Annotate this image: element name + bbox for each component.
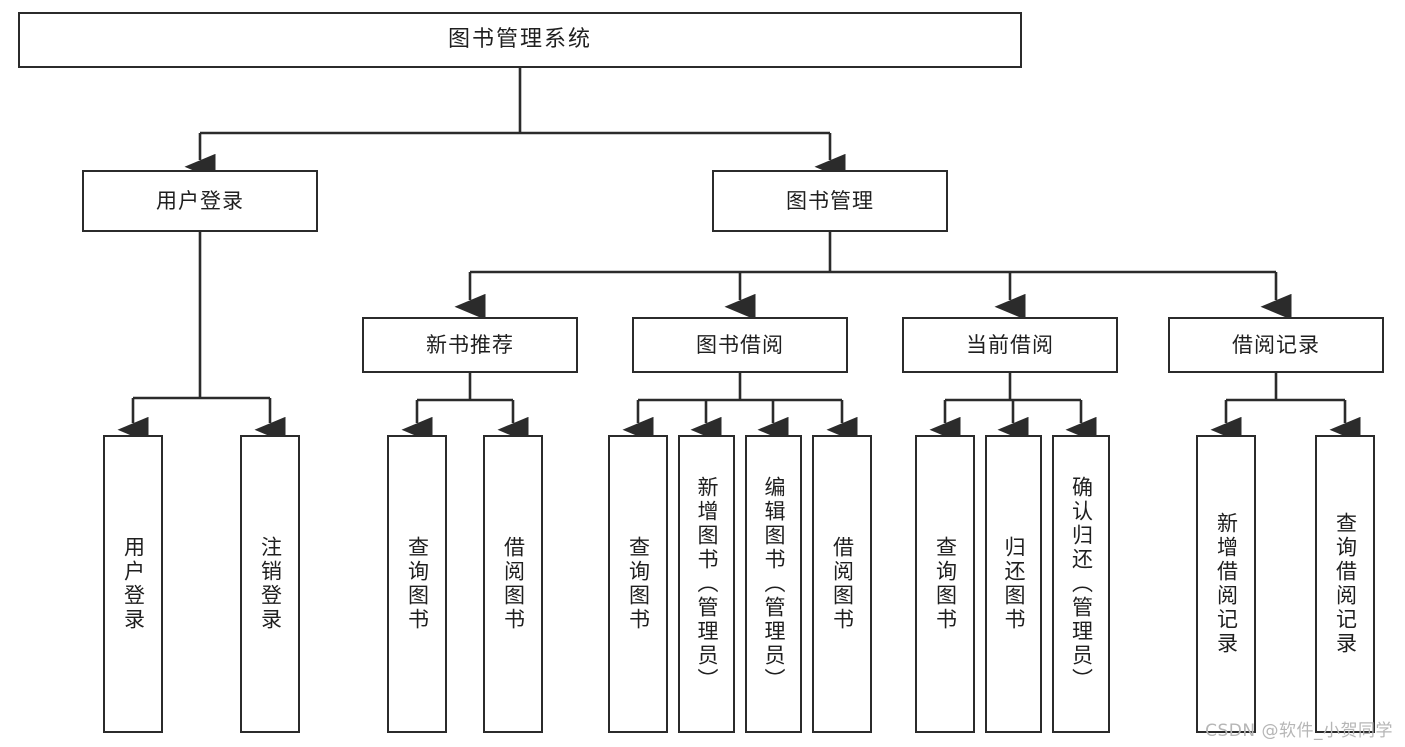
node-leaf-query-book-borrow[interactable]: 查询图书 <box>608 435 668 733</box>
node-label: 图书借阅 <box>696 332 784 357</box>
node-leaf-borrow-book[interactable]: 借阅图书 <box>812 435 872 733</box>
node-leaf-return-book[interactable]: 归还图书 <box>985 435 1042 733</box>
node-new-book-recommend[interactable]: 新书推荐 <box>362 317 578 373</box>
node-label: 当前借阅 <box>966 332 1054 357</box>
node-leaf-borrow-book-recommend[interactable]: 借阅图书 <box>483 435 543 733</box>
node-label: 查询图书 <box>933 536 958 632</box>
node-label: 查询借阅记录 <box>1333 512 1358 656</box>
node-current-borrow[interactable]: 当前借阅 <box>902 317 1118 373</box>
node-label: 图书管理系统 <box>447 27 592 53</box>
node-label: 新书推荐 <box>426 332 514 357</box>
node-book-borrow[interactable]: 图书借阅 <box>632 317 848 373</box>
node-leaf-query-book-current[interactable]: 查询图书 <box>915 435 975 733</box>
node-label: 归还图书 <box>1001 536 1026 632</box>
node-user-login[interactable]: 用户登录 <box>82 170 318 232</box>
node-leaf-confirm-return-admin[interactable]: 确认归还（管理员） <box>1052 435 1110 733</box>
node-label: 编辑图书（管理员） <box>761 476 786 692</box>
node-label: 查询图书 <box>405 536 430 632</box>
node-label: 新增借阅记录 <box>1214 512 1239 656</box>
node-label: 用户登录 <box>121 536 146 632</box>
node-label: 注销登录 <box>258 536 283 632</box>
node-label: 新增图书（管理员） <box>694 476 719 692</box>
node-borrow-record[interactable]: 借阅记录 <box>1168 317 1384 373</box>
node-leaf-add-book-admin[interactable]: 新增图书（管理员） <box>678 435 735 733</box>
node-book-management[interactable]: 图书管理 <box>712 170 948 232</box>
node-leaf-query-book-recommend[interactable]: 查询图书 <box>387 435 447 733</box>
node-leaf-query-borrow-record[interactable]: 查询借阅记录 <box>1315 435 1375 733</box>
csdn-watermark: CSDN @软件_小贺同学 <box>1205 721 1393 741</box>
node-label: 用户登录 <box>156 188 244 213</box>
node-leaf-logout-login[interactable]: 注销登录 <box>240 435 300 733</box>
node-leaf-add-borrow-record[interactable]: 新增借阅记录 <box>1196 435 1256 733</box>
node-root-book-management-system[interactable]: 图书管理系统 <box>18 12 1022 68</box>
node-label: 借阅图书 <box>830 536 855 632</box>
node-leaf-user-login[interactable]: 用户登录 <box>103 435 163 733</box>
node-label: 借阅图书 <box>501 536 526 632</box>
node-leaf-edit-book-admin[interactable]: 编辑图书（管理员） <box>745 435 802 733</box>
node-label: 查询图书 <box>626 536 651 632</box>
node-label: 借阅记录 <box>1232 332 1320 357</box>
node-label: 确认归还（管理员） <box>1069 476 1094 692</box>
node-label: 图书管理 <box>786 188 874 213</box>
